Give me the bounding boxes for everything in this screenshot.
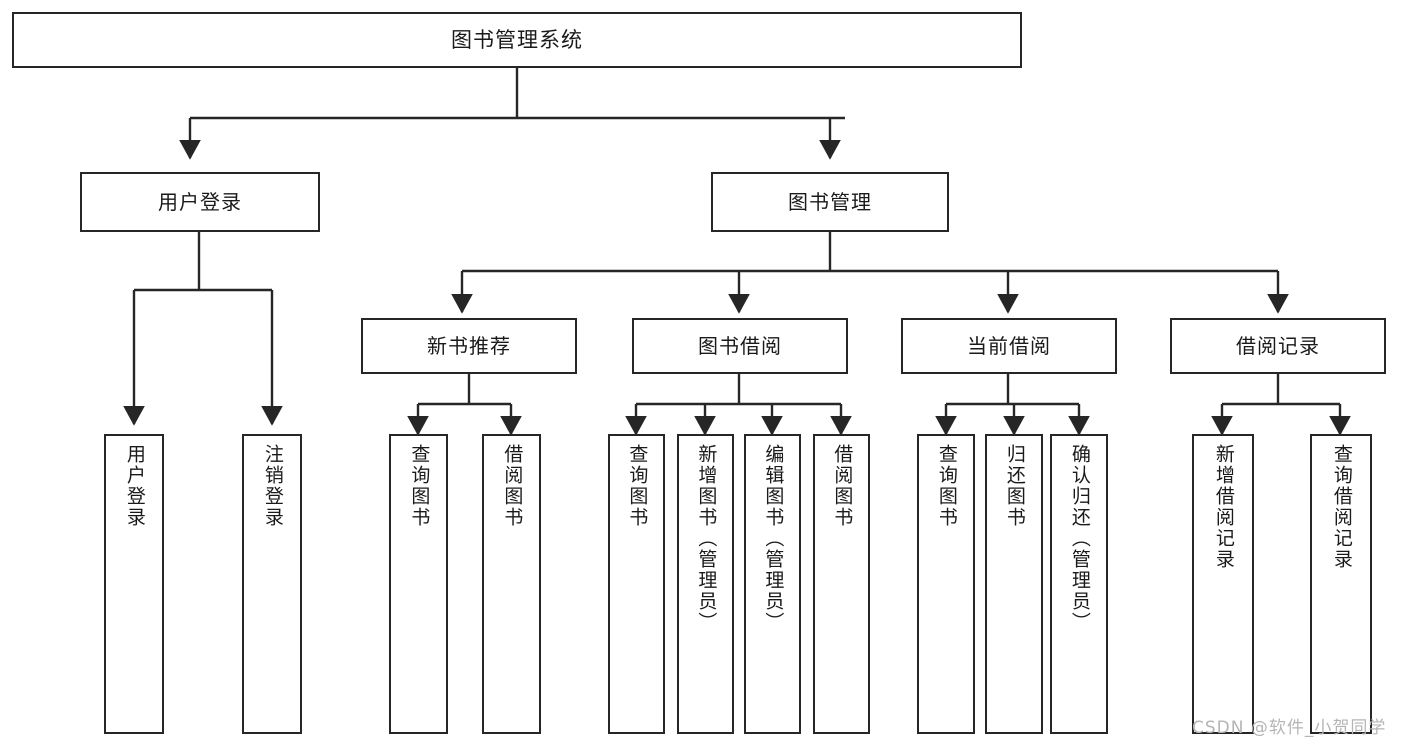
leaf-borrow-record-add[interactable]: 新增借阅记录 — [1192, 434, 1254, 734]
node-label: 图书管理系统 — [451, 27, 583, 52]
node-label: 查询图书 — [626, 444, 649, 528]
node-root-system[interactable]: 图书管理系统 — [12, 12, 1022, 68]
node-label: 查询图书 — [408, 444, 431, 528]
node-label: 用户登录 — [123, 444, 146, 528]
node-new-book-recommend[interactable]: 新书推荐 — [361, 318, 577, 374]
node-current-borrow[interactable]: 当前借阅 — [901, 318, 1117, 374]
node-label: 注销登录 — [261, 444, 284, 528]
leaf-book-borrow-borrow[interactable]: 借阅图书 — [813, 434, 870, 734]
leaf-book-borrow-edit[interactable]: 编辑图书（管理员） — [744, 434, 801, 734]
node-label: 归还图书 — [1003, 444, 1026, 528]
node-label: 借阅图书 — [831, 444, 854, 528]
node-label: 新增借阅记录 — [1212, 444, 1235, 570]
node-label: 新增图书（管理员） — [695, 444, 718, 633]
node-label: 借阅记录 — [1236, 333, 1320, 358]
node-label: 编辑图书（管理员） — [762, 444, 785, 633]
node-label: 借阅图书 — [501, 444, 524, 528]
leaf-new-book-borrow[interactable]: 借阅图书 — [482, 434, 541, 734]
node-label: 查询图书 — [935, 444, 958, 528]
node-label: 当前借阅 — [967, 333, 1051, 358]
node-label: 确认归还（管理员） — [1068, 444, 1091, 633]
leaf-book-borrow-add[interactable]: 新增图书（管理员） — [677, 434, 734, 734]
node-label: 查询借阅记录 — [1330, 444, 1353, 570]
node-label: 图书管理 — [788, 189, 872, 214]
leaf-new-book-query[interactable]: 查询图书 — [389, 434, 448, 734]
node-borrow-record[interactable]: 借阅记录 — [1170, 318, 1386, 374]
node-label: 新书推荐 — [427, 333, 511, 358]
node-book-management[interactable]: 图书管理 — [711, 172, 949, 232]
leaf-user-login-login[interactable]: 用户登录 — [104, 434, 164, 734]
leaf-borrow-record-query[interactable]: 查询借阅记录 — [1310, 434, 1372, 734]
node-user-login[interactable]: 用户登录 — [80, 172, 320, 232]
node-label: 图书借阅 — [698, 333, 782, 358]
leaf-current-borrow-query[interactable]: 查询图书 — [917, 434, 975, 734]
node-label: 用户登录 — [158, 189, 242, 214]
leaf-current-borrow-confirm-return[interactable]: 确认归还（管理员） — [1050, 434, 1108, 734]
leaf-current-borrow-return[interactable]: 归还图书 — [985, 434, 1043, 734]
leaf-user-login-logout[interactable]: 注销登录 — [242, 434, 302, 734]
leaf-book-borrow-query[interactable]: 查询图书 — [608, 434, 665, 734]
node-book-borrow[interactable]: 图书借阅 — [632, 318, 848, 374]
csdn-watermark: CSDN @软件_小贺同学 — [1192, 718, 1387, 738]
